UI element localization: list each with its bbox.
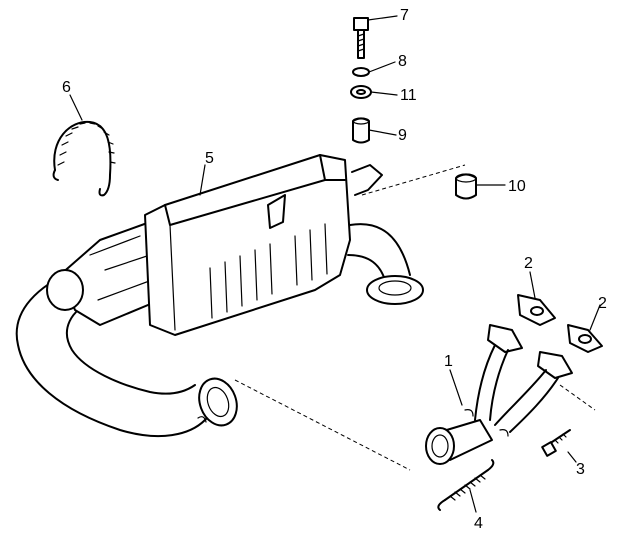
callout-2a: 2 (524, 255, 533, 272)
muffler-outlet-pipe (347, 223, 424, 305)
callout-labels: 7 8 11 9 10 5 6 1 2 2 3 4 (62, 7, 607, 532)
spring-hanger-6 (52, 120, 116, 197)
callout-7: 7 (400, 7, 409, 24)
callout-11: 11 (400, 87, 417, 104)
mounting-bolt-stack (350, 17, 372, 144)
gasket-2a (517, 294, 556, 326)
callout-10: 10 (508, 178, 526, 195)
leader-lines (69, 15, 601, 513)
callout-4: 4 (474, 515, 483, 532)
rubber-mount-10 (455, 173, 477, 200)
gasket-2b (567, 324, 603, 353)
callout-5: 5 (205, 150, 214, 167)
alignment-lines (234, 164, 596, 471)
callout-3: 3 (576, 461, 585, 478)
muffler (144, 154, 383, 336)
tail-pipe (15, 269, 238, 437)
spring-4 (437, 459, 495, 511)
callout-2b: 2 (598, 295, 607, 312)
callout-1: 1 (444, 353, 453, 370)
callout-6: 6 (62, 79, 71, 96)
callout-8: 8 (398, 53, 407, 70)
bolt-3 (541, 429, 571, 457)
callout-9: 9 (398, 127, 407, 144)
front-pipe-1 (425, 324, 573, 465)
